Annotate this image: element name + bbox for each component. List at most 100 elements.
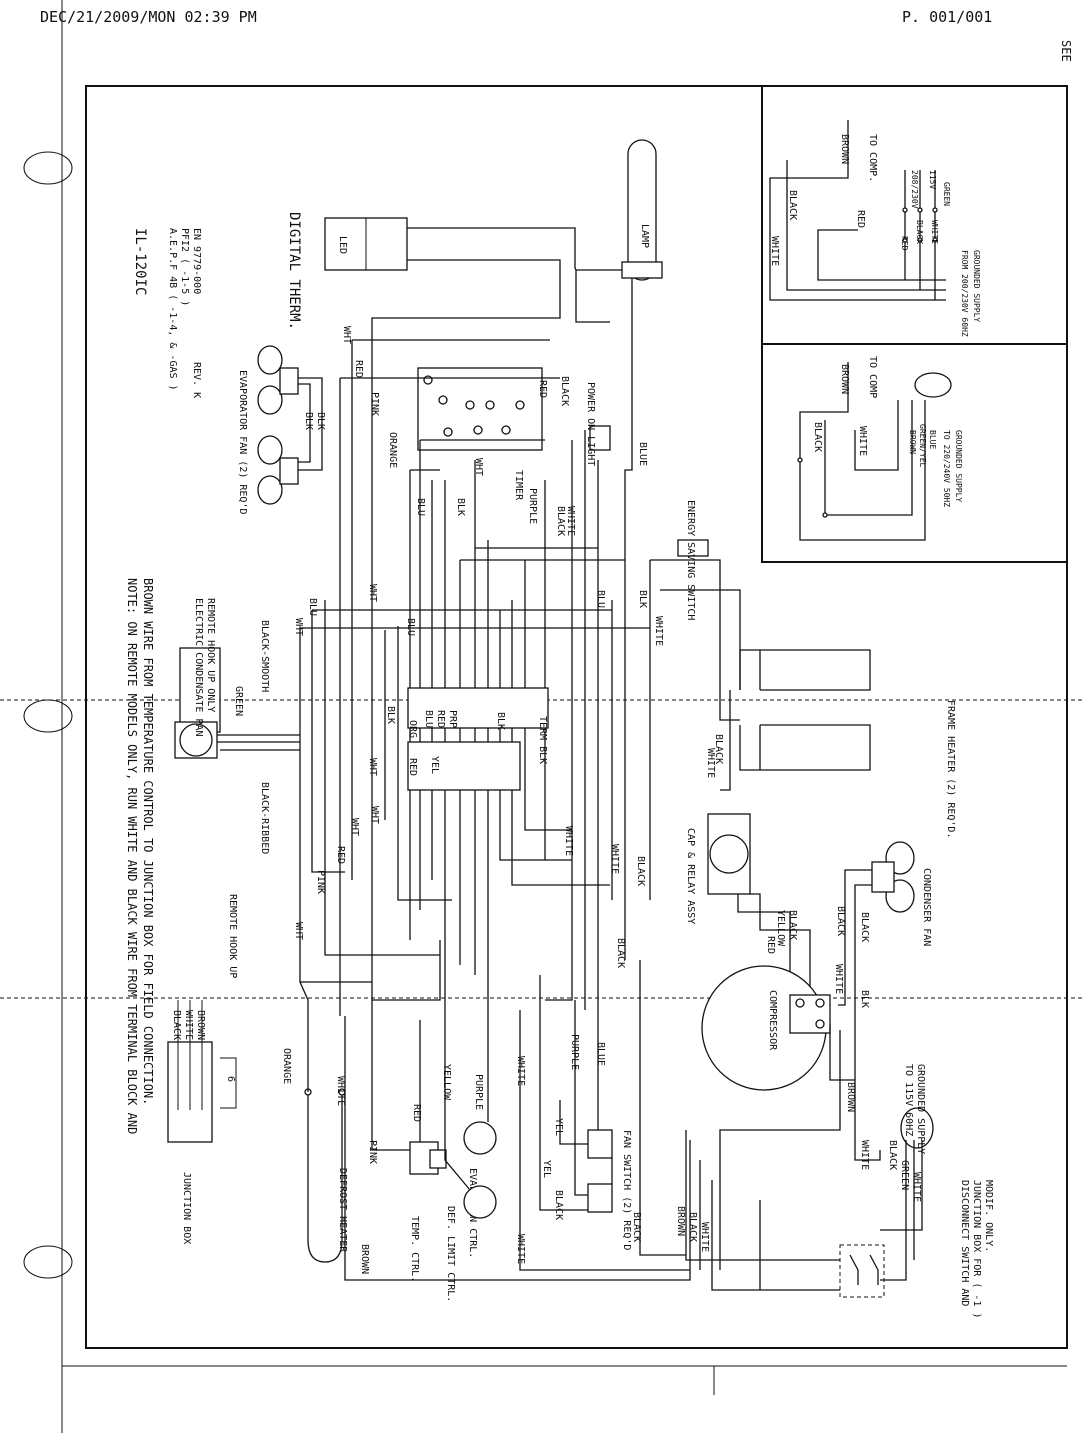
wire-wht-timer: WHT (473, 458, 484, 476)
wire-black-supply: BLACK (887, 1140, 898, 1170)
to-115v-label: TO 115V 60HZ (903, 1064, 914, 1136)
wire-blue-lower: BLUE (595, 1042, 606, 1066)
wire-black-cap: BLACK (787, 910, 798, 940)
inset-mid-to-comp: TO COMP (867, 356, 878, 398)
note-line-1: NOTE: ON REMOTE MODELS ONLY, RUN WHITE A… (125, 578, 139, 1134)
tb-prp: PRP (447, 710, 458, 728)
wire-white-fh: WHITE (705, 748, 716, 778)
timer (417, 367, 543, 451)
lamp (627, 139, 657, 281)
wire-wht-7: WHT (293, 922, 304, 940)
tb-blu: BLU (423, 710, 434, 728)
disconnect-switch (839, 1244, 885, 1298)
wire-wht-top: WHT (341, 326, 352, 344)
condensate-pan (179, 647, 221, 733)
inset-top-supply2: GROUNDED SUPPLY (972, 250, 981, 322)
disconnect-note-2: JUNCTION BOX FOR ( -1 ) (971, 1180, 982, 1318)
disconnect-note-1: DISCONNECT SWITCH AND (959, 1180, 970, 1306)
condenser-fan-label: CONDENSER FAN (921, 868, 932, 946)
wire-blk-timer: BLK (455, 498, 466, 516)
wire-black-fh: BLACK (713, 734, 724, 764)
wire-black-disc: BLACK (687, 1212, 698, 1242)
power-on-light-label: POWER ON LIGHT (585, 382, 596, 466)
wire-orange-defrost: ORANGE (281, 1048, 292, 1084)
tb-yel: YEL (429, 756, 440, 774)
inset-mid-white: WHITE (857, 426, 868, 456)
jb-brown: BROWN (195, 1010, 206, 1040)
wire-white-3: WHITE (653, 616, 664, 646)
wire-blk-3: BLK (637, 590, 648, 608)
wire-wht-6: WHT (369, 806, 380, 824)
def-limit-ctrl (463, 1185, 497, 1219)
terminal-block-upper (407, 687, 549, 729)
lower-wiring (344, 960, 691, 1281)
wire-red-cap: RED (765, 936, 776, 954)
wire-purple-timer: PURPLE (527, 488, 538, 524)
black-ribbed-label: BLACK-RIBBED (259, 782, 270, 854)
inset-mid-blue-s: BLUE (928, 430, 937, 449)
wire-blk-cf: BLK (859, 990, 870, 1008)
wire-wht-2: WHT (367, 584, 378, 602)
wire-blk-4: BLK (385, 706, 396, 724)
inset-top-white-s: WHITE (930, 220, 939, 244)
inset-top-white: WHITE (769, 236, 780, 266)
inset-mid-black: BLACK (812, 422, 823, 452)
wire-brown-comp: BROWN (845, 1082, 856, 1112)
inset-top-black-s: BLACK (915, 220, 924, 244)
jb-white: WHITE (183, 1010, 194, 1040)
junction-box-label: JUNCTION BOX (181, 1172, 192, 1244)
inset-mid-supply2: GROUNDED SUPPLY (954, 430, 963, 502)
wire-black-cf2: BLACK (859, 912, 870, 942)
inset-top-to-comp: TO COMP. (867, 134, 878, 182)
energy-saving-label: ENERGY SAVING SWITCH (685, 500, 696, 620)
page-number: P. 001/001 (902, 8, 992, 26)
inset-mid-brown: BROWN (839, 364, 850, 394)
wire-red-2: RED (335, 846, 346, 864)
black-smooth-label: BLACK-SMOOTH (259, 620, 270, 692)
inset-top-volt-b: 115V (928, 170, 937, 189)
remote-hook-up-only-label: REMOTE HOOK UP ONLY (205, 598, 216, 712)
inset-mid-wiring (797, 362, 952, 541)
grounded-supply-label: GROUNDED SUPPLY (915, 1064, 926, 1154)
inset-mid-greenyel: GREEN/YEL (918, 424, 927, 468)
wire-white-supply: WHITE (911, 1172, 922, 1202)
defrost-heater-label: DEFROST HEATER (337, 1168, 348, 1253)
corner-mark: SEE (1059, 40, 1073, 62)
binder-holes (23, 0, 73, 1433)
wire-yel-fs2: YEL (541, 1160, 552, 1178)
tb-red-2: RED (407, 758, 418, 776)
diagram-frame (85, 85, 1068, 1349)
remote-hook-up-label: REMOTE HOOK UP (227, 894, 238, 978)
tb-blk: BLK (495, 712, 506, 730)
terminal-block-lower (407, 741, 521, 791)
energy-saving-switch (677, 539, 709, 557)
wire-black-5: BLACK (635, 856, 646, 886)
power-on-light (589, 425, 611, 451)
wire-white-disc: WHITE (699, 1222, 710, 1252)
compressor-label: COMPRESSOR (767, 990, 778, 1051)
inset-top-black: BLACK (787, 190, 798, 220)
wire-black-fs: BLACK (553, 1190, 564, 1220)
wire-brown-disc: BROWN (675, 1206, 686, 1236)
inset-top-green-s: GREEN (942, 182, 951, 206)
wire-blk-evap1: BLK (303, 412, 314, 430)
wire-blue-1: BLUE (637, 442, 648, 466)
led-label: LED (337, 236, 348, 254)
defrost-heater (307, 1092, 343, 1263)
wire-blu-timer: BLU (415, 498, 426, 516)
note-line-2: BROWN WIRE FROM TEMPERATURE CONTROL TO J… (141, 578, 155, 1105)
wire-white-4: WHITE (563, 826, 574, 856)
tb-org: ORG (407, 720, 418, 738)
wire-yel-fs: YEL (553, 1118, 564, 1136)
temp-ctrl-label: TEMP. CTRL. (409, 1216, 420, 1282)
model-line3: EN 9779-000 (191, 228, 202, 294)
wire-white-timer: WHITE (565, 506, 576, 536)
frame-heater-label: FRAME HEATER (2) REQ'D. (945, 700, 956, 838)
wire-pink-2: PINK (315, 870, 326, 894)
wire-blk-evap2: BLK (315, 412, 326, 430)
condenser-fan (871, 841, 915, 913)
wire-red-top: RED (353, 360, 364, 378)
wire-brown-bottom: BROWN (359, 1244, 370, 1274)
wire-orange-top: ORANGE (387, 432, 398, 468)
wire-black-6: BLACK (615, 938, 626, 968)
